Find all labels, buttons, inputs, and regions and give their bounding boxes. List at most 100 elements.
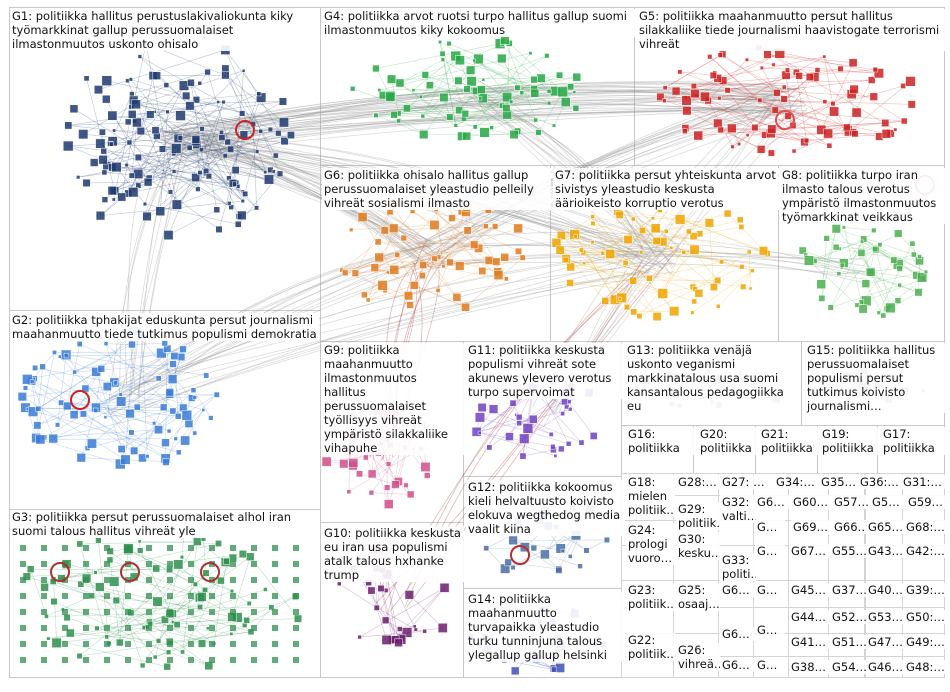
user-node — [342, 270, 348, 276]
user-node — [467, 76, 477, 86]
user-node — [639, 250, 643, 254]
user-node — [749, 287, 752, 290]
user-node — [624, 235, 632, 243]
user-node — [898, 283, 902, 287]
user-node — [483, 224, 488, 229]
user-node — [339, 459, 348, 468]
isolate-node — [293, 625, 299, 631]
user-node — [796, 72, 803, 79]
user-node — [662, 99, 666, 103]
isolate-node — [293, 593, 299, 599]
user-node — [105, 635, 109, 639]
user-node — [516, 414, 522, 420]
group-label-g46: G46:… — [866, 660, 906, 674]
user-node — [146, 111, 154, 119]
group-label-g28: G28: tervey… — [676, 475, 720, 489]
user-node — [202, 408, 205, 411]
user-node — [833, 244, 839, 250]
user-node — [423, 629, 427, 633]
user-node — [374, 605, 379, 610]
isolate-node — [83, 625, 89, 631]
user-node — [910, 241, 915, 246]
user-node — [504, 277, 508, 281]
user-node — [178, 353, 185, 360]
user-node — [391, 111, 398, 118]
user-node — [837, 272, 841, 276]
user-node — [678, 70, 682, 74]
user-node — [198, 640, 206, 648]
user-node — [519, 434, 529, 444]
isolate-node — [83, 641, 89, 647]
group-label-g56: G56:… — [870, 495, 908, 509]
isolate-node — [104, 625, 110, 631]
user-node — [867, 268, 875, 276]
user-node — [168, 190, 173, 195]
user-node — [413, 625, 416, 628]
user-node — [473, 59, 476, 62]
user-node — [462, 110, 469, 117]
user-node — [630, 277, 637, 284]
user-node — [515, 85, 520, 90]
isolate-node — [20, 545, 26, 551]
user-node — [112, 162, 122, 172]
user-node — [247, 601, 251, 605]
user-node — [480, 128, 490, 138]
user-node — [276, 130, 282, 136]
user-node — [369, 490, 374, 495]
user-node — [505, 559, 512, 566]
user-node — [590, 432, 597, 439]
user-node — [584, 548, 590, 554]
user-node — [447, 259, 454, 266]
user-node — [133, 169, 142, 178]
isolate-node — [230, 609, 236, 615]
user-node — [760, 66, 764, 70]
user-node — [172, 200, 182, 210]
group-label-g10: G10: politiikka keskusta eu iran usa pop… — [322, 526, 464, 582]
user-node — [455, 262, 464, 271]
user-node — [745, 58, 749, 62]
user-node — [901, 83, 906, 88]
user-node — [116, 397, 126, 407]
user-node — [170, 361, 177, 368]
user-node — [98, 365, 105, 372]
user-node — [242, 69, 245, 72]
group-label-g50: G50:… — [904, 610, 947, 624]
group-label-g29: G29: politiik… — [676, 502, 720, 530]
group-label-g31: G31: politii… — [901, 475, 947, 489]
user-node — [529, 415, 537, 423]
user-node — [651, 224, 660, 233]
user-node — [254, 206, 258, 210]
user-node — [32, 365, 37, 370]
group-label-g67: G67:… — [789, 544, 831, 558]
user-node — [116, 639, 123, 646]
user-node — [193, 396, 197, 400]
user-node — [407, 302, 414, 309]
user-node — [591, 215, 595, 219]
user-node — [420, 261, 427, 268]
user-node — [691, 89, 700, 98]
isolate-node — [83, 593, 89, 599]
user-node — [112, 198, 115, 201]
isolate-node — [167, 609, 173, 615]
user-node — [454, 123, 458, 127]
user-node — [368, 587, 375, 594]
user-node — [102, 170, 107, 175]
user-node — [473, 125, 477, 129]
user-node — [206, 627, 209, 630]
user-node — [511, 667, 519, 675]
user-node — [153, 72, 161, 80]
user-node — [101, 148, 107, 154]
user-node — [882, 119, 889, 126]
user-node — [414, 628, 418, 632]
user-node — [832, 224, 841, 233]
user-node — [653, 237, 661, 245]
user-node — [397, 627, 402, 632]
user-node — [178, 136, 183, 141]
user-node — [227, 201, 231, 205]
isolate-node — [209, 625, 215, 631]
user-node — [63, 402, 71, 410]
user-node — [757, 145, 765, 153]
user-node — [509, 536, 518, 545]
user-node — [906, 76, 916, 86]
user-node — [843, 124, 850, 131]
